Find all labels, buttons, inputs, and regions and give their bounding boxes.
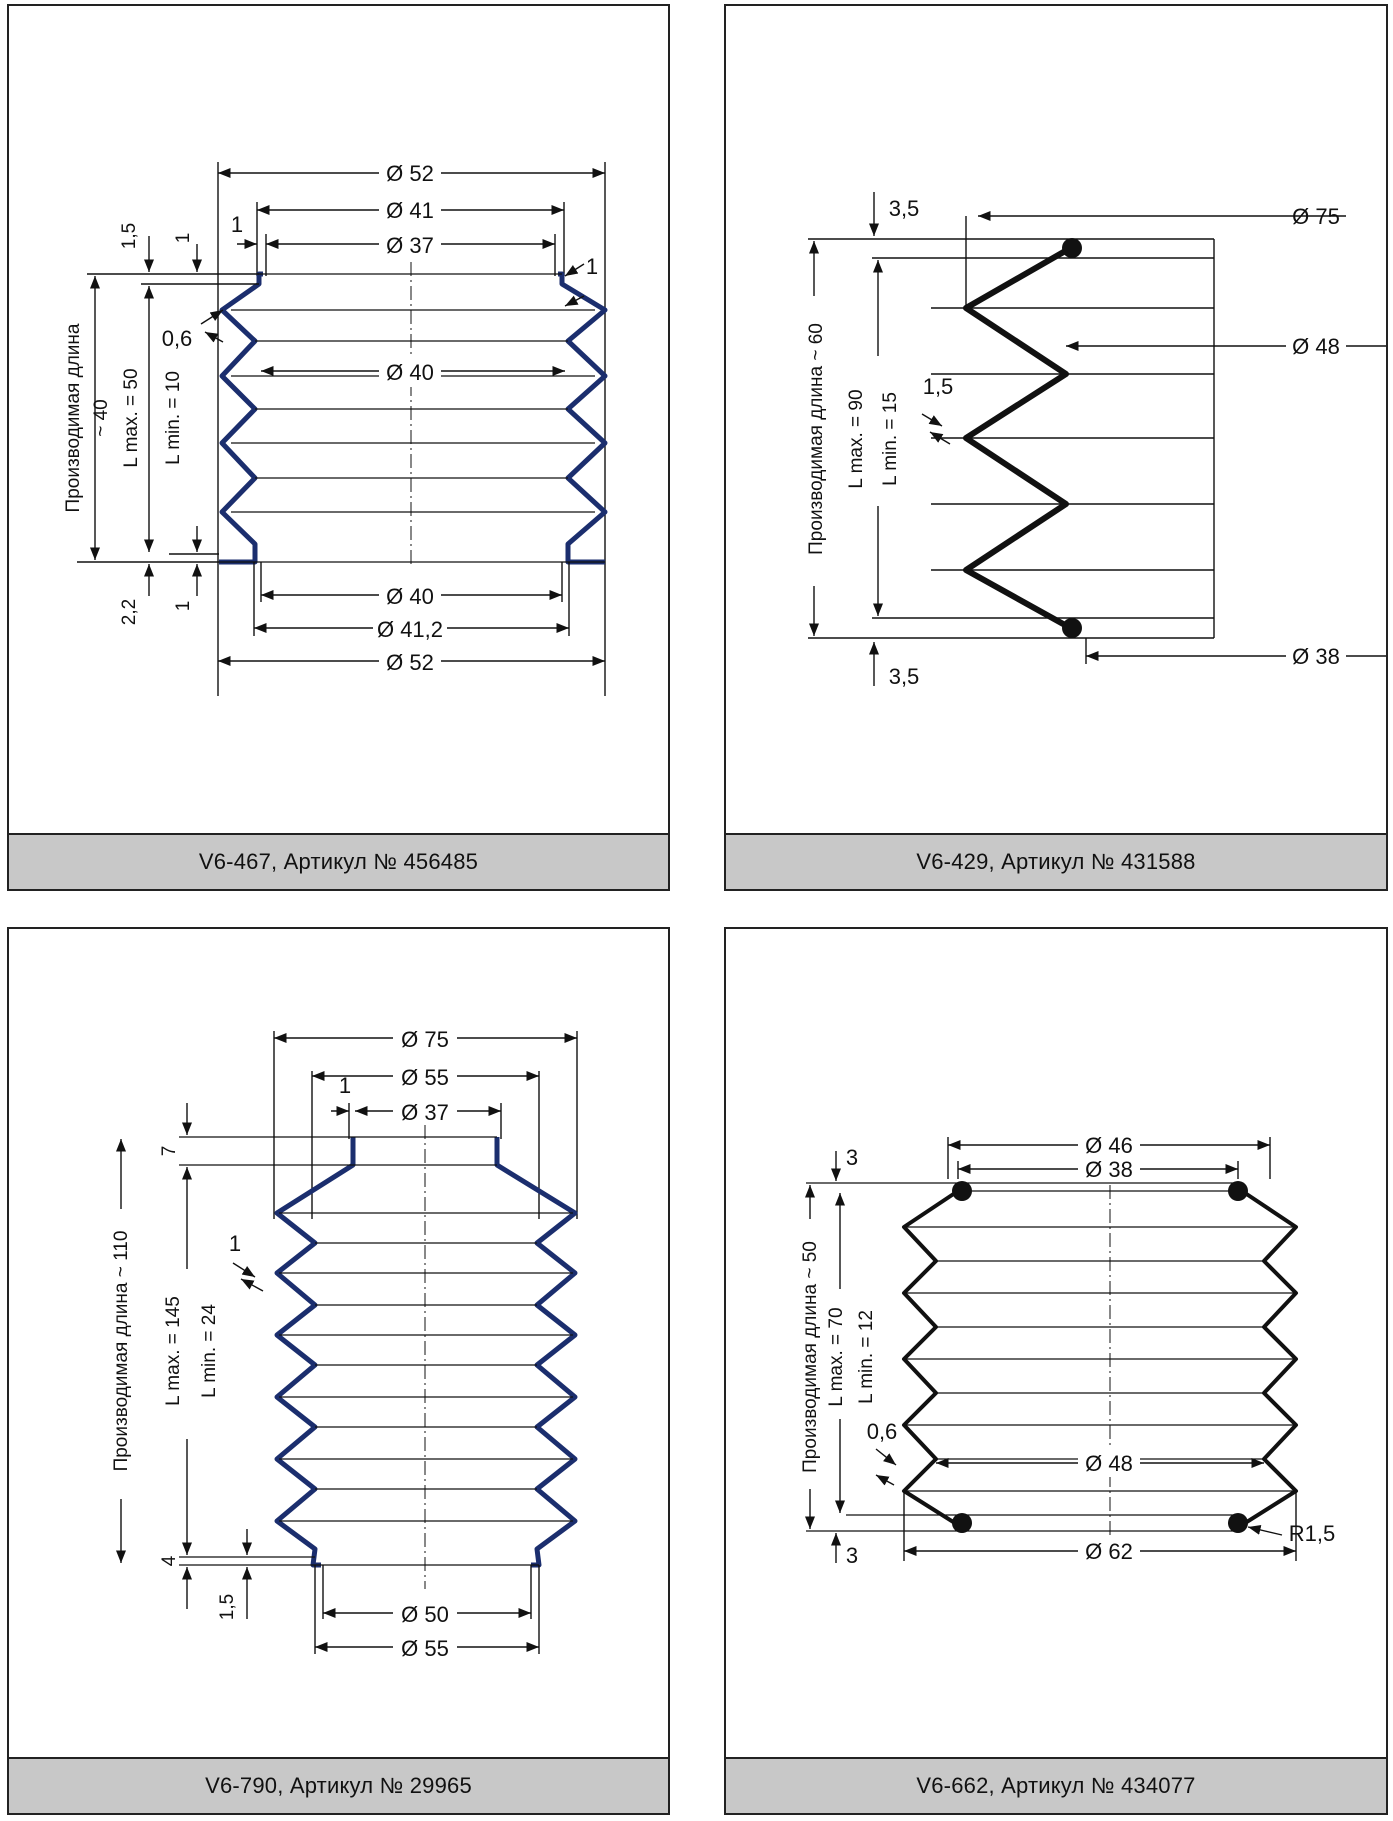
- dim-2-2: 2,2: [119, 599, 140, 625]
- dim-bottom-3-5: 3,5: [889, 664, 920, 689]
- label-lmin: L min. = 12: [856, 1310, 877, 1404]
- dim-d40-inner: Ø 40: [386, 360, 434, 385]
- label-lmax: L max. = 50: [121, 368, 142, 467]
- dim-top-3-5: 3,5: [889, 196, 920, 221]
- drawing-v6-429: Ø 75 Ø 48 Ø 38 1,5 3,5 3,5 Производимая …: [798, 192, 1386, 689]
- dim-1-5: 1,5: [119, 223, 140, 249]
- dim-top-3: 3: [846, 1145, 858, 1170]
- caption-v6-790: V6-790, Артикул № 29965: [9, 1757, 668, 1813]
- dim-d75: Ø 75: [401, 1027, 449, 1052]
- dim-d52-top: Ø 52: [386, 161, 434, 186]
- dim-1-bottom: 1: [173, 601, 194, 612]
- panel-v6-790: Ø 75 Ø 55 Ø 37 1 Ø: [7, 927, 670, 1815]
- caption-v6-429: V6-429, Артикул № 431588: [726, 833, 1386, 889]
- panel-v6-429: Ø 75 Ø 48 Ø 38 1,5 3,5 3,5 Производимая …: [724, 4, 1388, 891]
- dim-bottom-3: 3: [846, 1543, 858, 1568]
- label-lmin: L min. = 15: [880, 392, 901, 486]
- label-production-length: Производимая длина ~ 50: [800, 1241, 821, 1473]
- caption-v6-467: V6-467, Артикул № 456485: [9, 833, 668, 889]
- dim-d55-bottom: Ø 55: [401, 1636, 449, 1661]
- dim-d62: Ø 62: [1085, 1539, 1133, 1564]
- dim-wall-1: 1: [229, 1231, 241, 1256]
- dim-d55-top: Ø 55: [401, 1065, 449, 1090]
- dim-d41-top: Ø 41: [386, 198, 434, 223]
- label-production-length: Производимая длина ~ 110: [111, 1231, 132, 1472]
- label-lmin: L min. = 10: [163, 371, 184, 465]
- dim-0-6-wall: 0,6: [162, 326, 193, 351]
- drawing-v6-790: Ø 75 Ø 55 Ø 37 1 Ø: [105, 1024, 578, 1663]
- dim-d48: Ø 48: [1292, 334, 1340, 359]
- label-lmax: L max. = 90: [846, 389, 867, 488]
- dim-d37: Ø 37: [401, 1100, 449, 1125]
- dim-wall-0-6: 0,6: [867, 1419, 898, 1444]
- dim-1-right-wall: 1: [586, 254, 598, 279]
- dim-4: 4: [159, 1555, 180, 1566]
- drawing-v6-662: Ø 46 Ø 38 Ø 48 Ø 62: [794, 1131, 1335, 1568]
- label-lmin: L min. = 24: [199, 1304, 220, 1398]
- dim-1-top: 1: [339, 1073, 351, 1098]
- label-lmax: L max. = 70: [826, 1307, 847, 1406]
- drawing-v6-467: Ø 52 Ø 41 Ø 37 Ø 40 Ø 40: [63, 158, 608, 696]
- dim-r1-5: R1,5: [1289, 1521, 1335, 1546]
- dim-d46: Ø 46: [1085, 1133, 1133, 1158]
- dim-d41-2-bottom: Ø 41,2: [377, 617, 443, 642]
- label-production-length-value: ~ 40: [91, 399, 112, 437]
- dim-d48: Ø 48: [1085, 1451, 1133, 1476]
- dim-d38: Ø 38: [1085, 1157, 1133, 1182]
- dim-d52-bottom: Ø 52: [386, 650, 434, 675]
- dim-7: 7: [159, 1146, 180, 1157]
- caption-v6-662: V6-662, Артикул № 434077: [726, 1757, 1386, 1813]
- dim-d40-bottom: Ø 40: [386, 584, 434, 609]
- dim-d50: Ø 50: [401, 1602, 449, 1627]
- dim-d38: Ø 38: [1292, 644, 1340, 669]
- dim-1-top-left: 1: [173, 233, 194, 244]
- label-production-length: Производимая длина ~ 60: [806, 323, 827, 555]
- panel-v6-467: Ø 52 Ø 41 Ø 37 Ø 40 Ø 40: [7, 4, 670, 891]
- dim-1-5: 1,5: [217, 1594, 238, 1620]
- dim-wall-1-5: 1,5: [923, 374, 954, 399]
- label-lmax: L max. = 145: [163, 1296, 184, 1406]
- panel-v6-662: Ø 46 Ø 38 Ø 48 Ø 62: [724, 927, 1388, 1815]
- dim-d37-top: Ø 37: [386, 233, 434, 258]
- label-production-length: Производимая длина: [63, 323, 84, 512]
- dim-1-top-wall: 1: [231, 212, 243, 237]
